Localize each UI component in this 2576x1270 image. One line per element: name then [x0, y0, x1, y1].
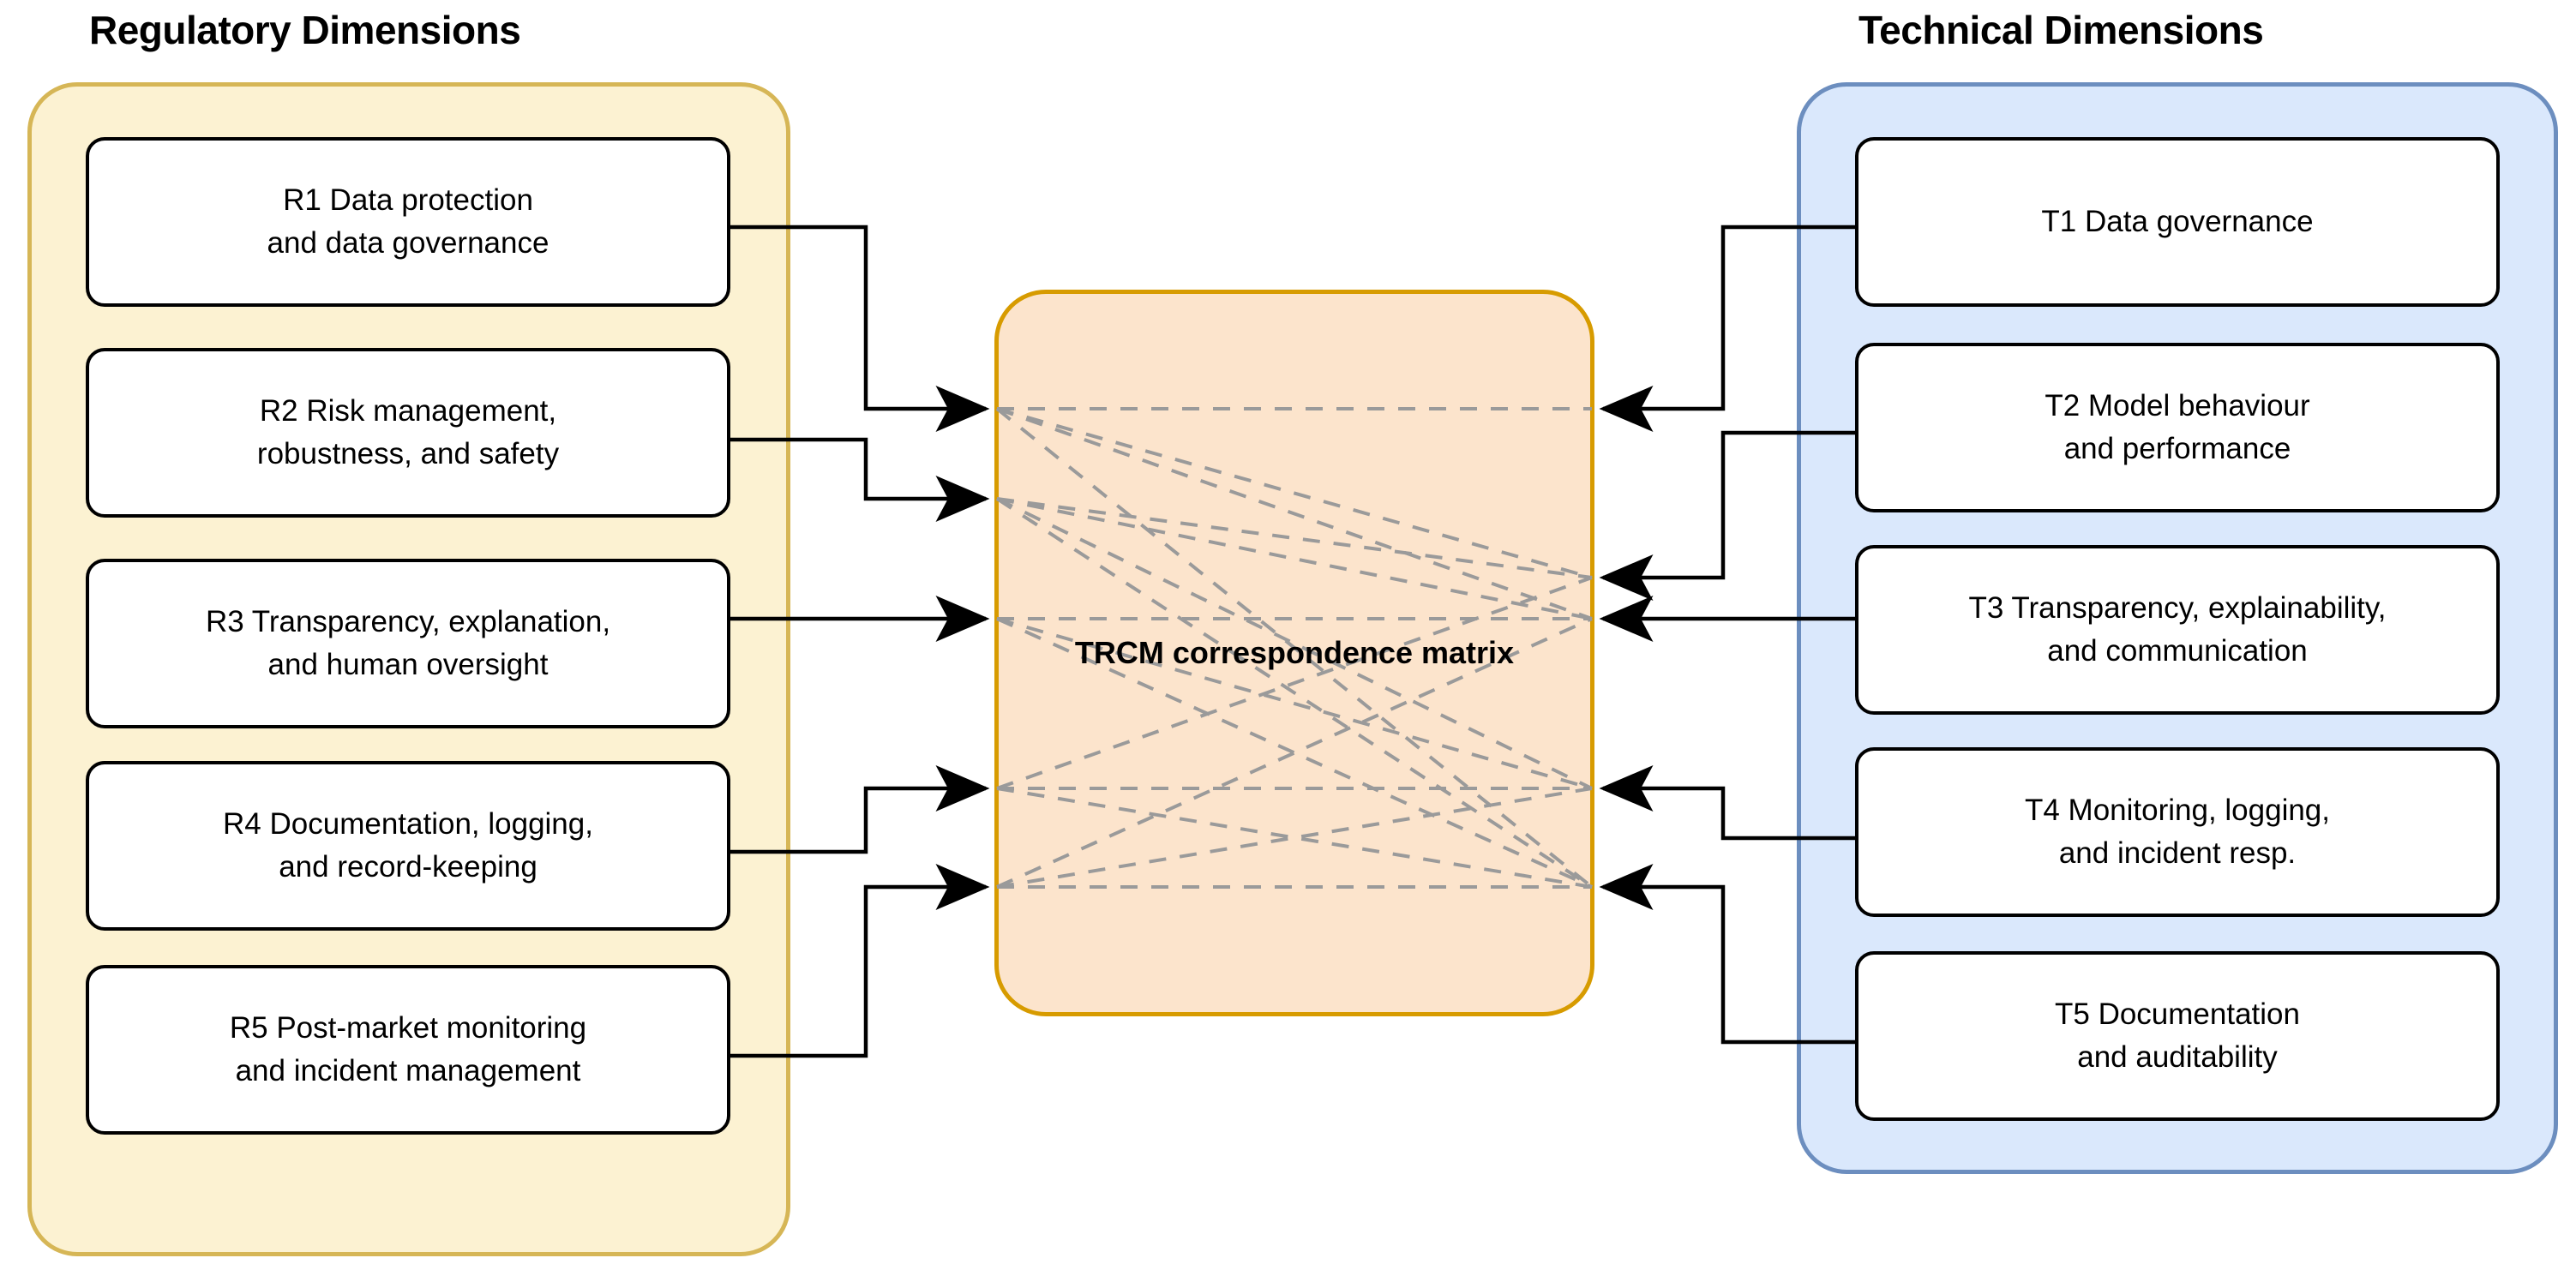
dimension-box-r5-line1: R5 Post-market monitoring: [229, 1011, 587, 1045]
dimension-box-t4[interactable]: T4 Monitoring, logging, and incident res…: [1855, 747, 2500, 917]
dimension-box-r1-line2: and data governance: [267, 226, 549, 260]
dimension-box-r4-line2: and record-keeping: [279, 850, 537, 884]
dimension-box-t2-line2: and performance: [2063, 432, 2291, 465]
dimension-box-r5[interactable]: R5 Post-market monitoring and incident m…: [86, 965, 730, 1135]
dimension-box-r3-line1: R3 Transparency, explanation,: [205, 605, 611, 639]
dimension-box-r3-line2: and human oversight: [267, 648, 549, 681]
dimension-box-r1-line1: R1 Data protection: [283, 183, 533, 218]
dimension-box-t3-line1: T3 Transparency, explainability,: [1968, 591, 2387, 626]
dimension-box-r2-line1: R2 Risk management,: [259, 394, 557, 428]
dimension-box-r2[interactable]: R2 Risk management, robustness, and safe…: [86, 348, 730, 518]
connector-t1-to-matrix: [1599, 225, 1855, 432]
dimension-box-t5[interactable]: T5 Documentation and auditability: [1855, 951, 2500, 1121]
dimension-box-t2-line1: T2 Model behaviour: [2045, 389, 2310, 423]
connector-r2-to-matrix: [730, 437, 990, 522]
left-panel-title: Regulatory Dimensions: [89, 8, 521, 52]
dimension-box-t5-line2: and auditability: [2077, 1040, 2278, 1074]
connector-r4-to-matrix: [730, 765, 990, 854]
dimension-box-t4-line1: T4 Monitoring, logging,: [2024, 794, 2331, 828]
dimension-box-r1[interactable]: R1 Data protection and data governance: [86, 137, 730, 307]
dimension-box-t3[interactable]: T3 Transparency, explainability, and com…: [1855, 545, 2500, 715]
dimension-box-t3-line2: and communication: [2047, 634, 2308, 668]
connector-t4-to-matrix: [1599, 765, 1855, 841]
dimension-box-r4-line1: R4 Documentation, logging,: [223, 807, 593, 842]
dimension-box-t1-line1: T1 Data governance: [2041, 205, 2314, 239]
trcm-correspondence-matrix-box[interactable]: [994, 290, 1594, 1016]
dimension-box-t4-line2: and incident resp.: [2058, 836, 2297, 870]
connector-t5-to-matrix: [1599, 864, 1855, 1045]
dimension-box-t2[interactable]: T2 Model behaviour and performance: [1855, 343, 2500, 512]
connector-r5-to-matrix: [730, 864, 990, 1058]
dimension-box-t5-line1: T5 Documentation: [2055, 997, 2300, 1032]
dimension-box-r4[interactable]: R4 Documentation, logging, and record-ke…: [86, 761, 730, 931]
dimension-box-r3[interactable]: R3 Transparency, explanation, and human …: [86, 559, 730, 728]
dimension-box-r5-line2: and incident management: [235, 1054, 581, 1087]
dimension-box-r2-line2: robustness, and safety: [256, 437, 560, 470]
dimension-box-t1[interactable]: T1 Data governance: [1855, 137, 2500, 307]
connector-r1-to-matrix: [730, 225, 990, 432]
right-panel-title: Technical Dimensions: [1858, 8, 2264, 52]
connector-t2-to-matrix: [1599, 430, 1855, 601]
